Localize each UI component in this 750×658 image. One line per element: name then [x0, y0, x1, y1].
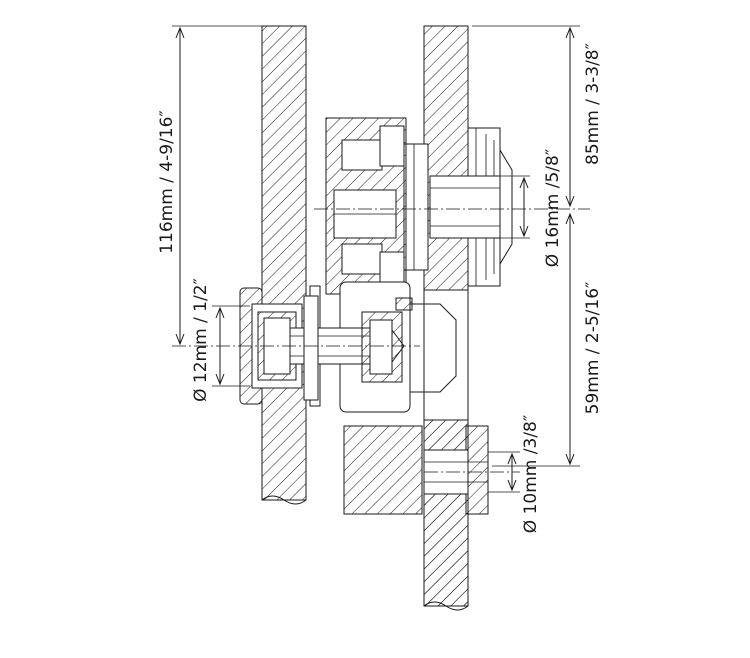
striker-block — [343, 425, 489, 515]
dimension-total-height — [175, 26, 185, 346]
upper-lock-body — [325, 117, 407, 295]
right-panel — [423, 25, 469, 611]
dimension-spindle-medium — [215, 306, 225, 386]
left-panel — [261, 25, 307, 505]
dimension-spindle-small — [507, 452, 517, 492]
label-spindle-medium: Ø 12mm / 1/2″ — [191, 278, 211, 402]
label-spindle-large: Ø 16mm /5/8″ — [543, 149, 563, 267]
upper-knob-assembly — [403, 127, 513, 287]
label-upper-height: 85mm / 3-3/8″ — [583, 43, 603, 165]
dimension-spindle-large — [519, 176, 529, 238]
dimension-upper-height — [565, 26, 575, 208]
label-spindle-small: Ø 10mm /3/8″ — [521, 415, 541, 533]
label-lower-height: 59mm / 2-5/16″ — [583, 282, 603, 415]
label-total-height: 116mm / 4-9/16″ — [157, 110, 177, 254]
dimension-lower-height — [565, 212, 575, 466]
